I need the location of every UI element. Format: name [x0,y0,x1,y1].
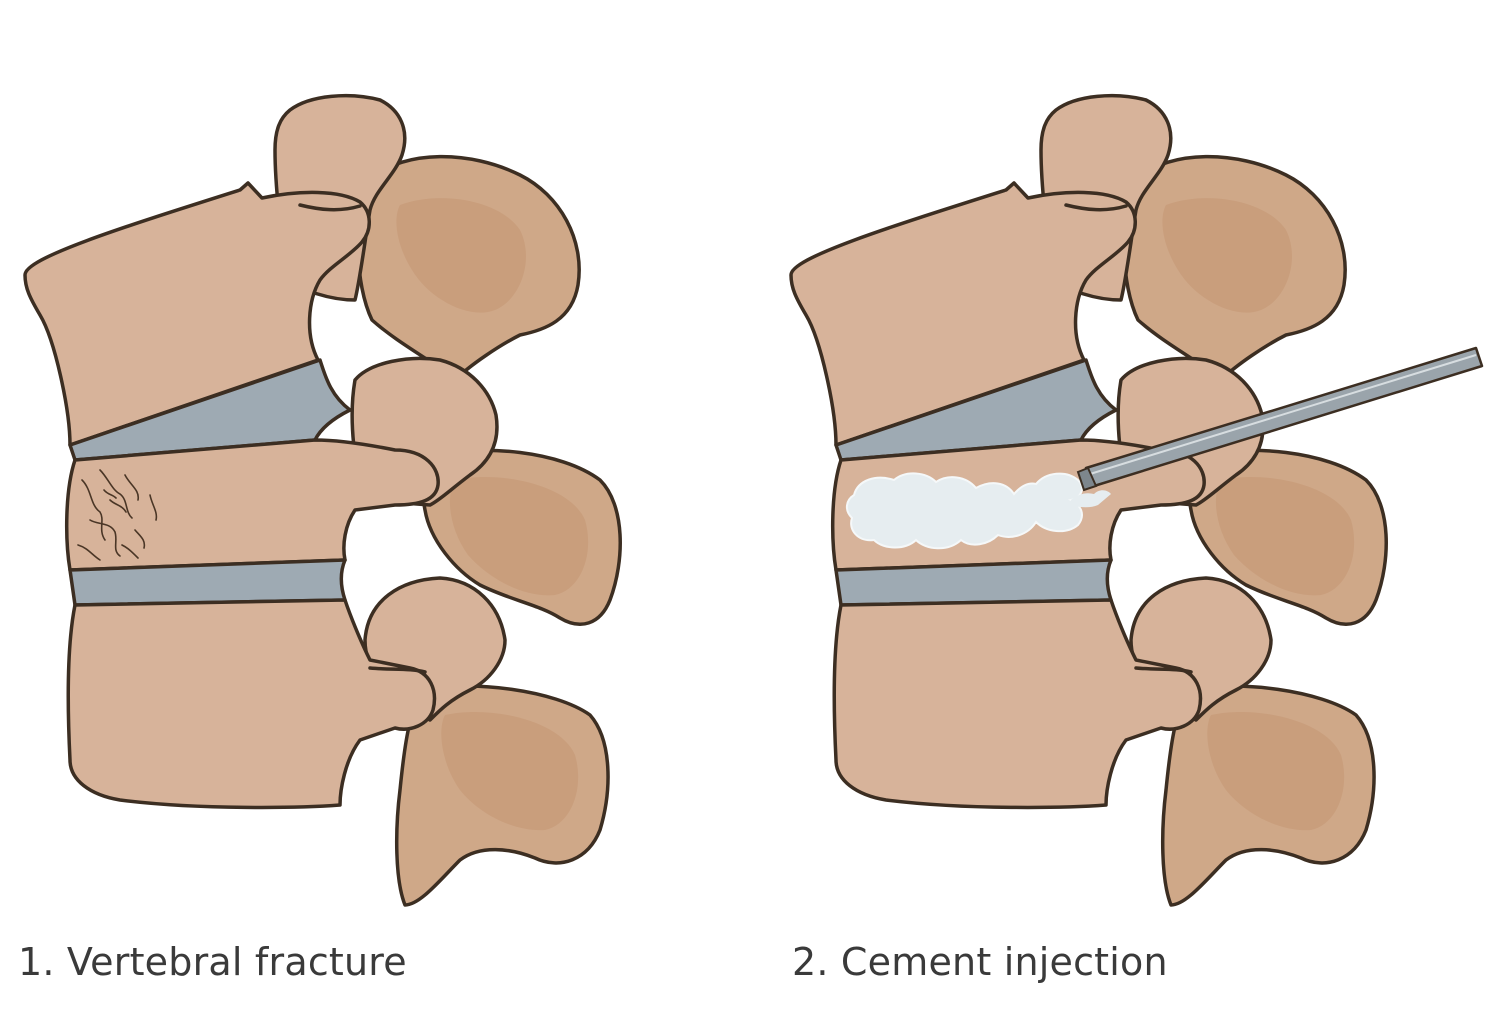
lower-process-line [1134,666,1193,674]
bone-cement-fill [846,472,1083,550]
fracture-cracks [77,469,158,561]
needle-highlight [1089,354,1477,475]
posterior-shadow-upper [1162,198,1292,313]
posterior-shadow-lower [1207,711,1345,831]
cement-illustration [766,0,1500,1033]
caption-vertebral-fracture: 1. Vertebral fracture [18,940,407,984]
vertebral-body-upper [23,181,371,447]
intervertebral-disc-lower [68,558,347,607]
lower-process-line [368,666,427,674]
vertebral-body-fractured [65,438,440,572]
intervertebral-disc-lower [834,558,1113,607]
intervertebral-disc-upper [834,358,1118,462]
posterior-shadow-upper [396,198,526,313]
vertebral-body-upper [789,181,1137,447]
posterior-shadow-middle [449,476,589,596]
upper-process-line [298,203,362,212]
fracture-illustration: 1. Vertebral fracture [18,93,622,984]
spine-drawing-fracture [23,93,622,907]
upper-process-line [1064,203,1128,212]
caption-cement-injection: 2. Cement injection [792,940,1168,984]
needle-tip [1076,466,1098,492]
posterior-shadow-middle [1215,476,1355,596]
posterior-shadow-lower [441,711,579,831]
spine-drawing-cement [789,93,1484,907]
intervertebral-disc-upper [68,358,352,462]
cement-stream [1071,490,1111,508]
